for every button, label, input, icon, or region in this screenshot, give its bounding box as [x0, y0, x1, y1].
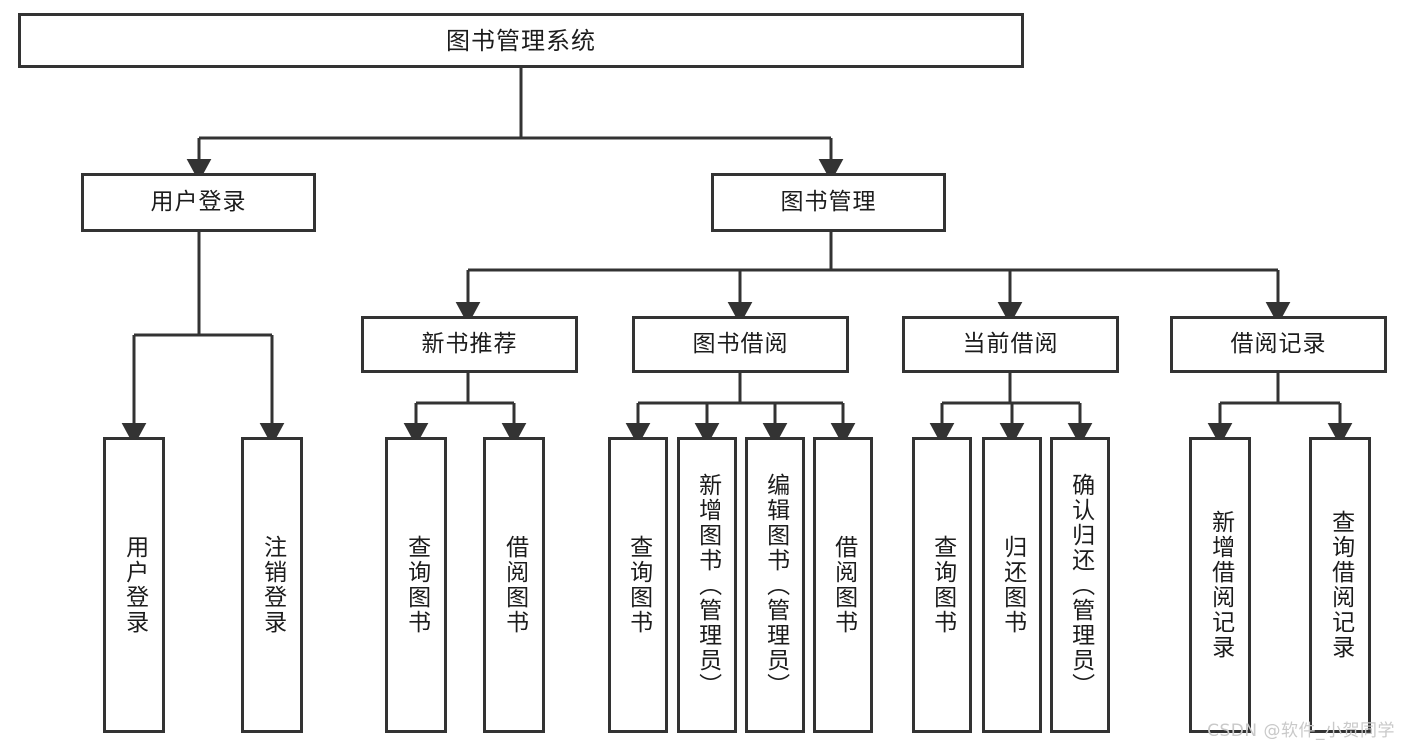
- node-borrow-record-label: 借阅记录: [1230, 331, 1327, 358]
- node-user-login-label: 用户登录: [150, 189, 247, 216]
- node-leaf-borrow-book-b[interactable]: 借阅图书: [813, 437, 873, 733]
- node-leaf-user-logout[interactable]: 注销登录: [241, 437, 303, 733]
- node-leaf-borrow-book-b-label: 借阅图书: [830, 535, 857, 635]
- node-new-book-rec-label: 新书推荐: [421, 331, 518, 358]
- node-user-login[interactable]: 用户登录: [81, 173, 316, 232]
- node-book-borrow[interactable]: 图书借阅: [632, 316, 849, 373]
- node-leaf-user-login-label: 用户登录: [121, 535, 148, 635]
- node-root[interactable]: 图书管理系统: [18, 13, 1024, 68]
- node-leaf-query-book-c[interactable]: 查询图书: [912, 437, 972, 733]
- node-leaf-return-book-label: 归还图书: [999, 535, 1026, 635]
- node-leaf-query-record[interactable]: 查询借阅记录: [1309, 437, 1371, 733]
- node-leaf-user-logout-label: 注销登录: [259, 535, 286, 635]
- node-book-manage-label: 图书管理: [780, 189, 877, 216]
- node-leaf-add-record-label: 新增借阅记录: [1207, 510, 1234, 660]
- node-leaf-user-login[interactable]: 用户登录: [103, 437, 165, 733]
- node-leaf-borrow-book-a-label: 借阅图书: [501, 535, 528, 635]
- node-new-book-rec[interactable]: 新书推荐: [361, 316, 578, 373]
- watermark-text: CSDN @软件_小贺同学: [1207, 721, 1395, 741]
- node-leaf-query-book-b-label: 查询图书: [625, 535, 652, 635]
- node-leaf-confirm-return[interactable]: 确认归还（管理员）: [1050, 437, 1110, 733]
- node-borrow-record[interactable]: 借阅记录: [1170, 316, 1387, 373]
- node-leaf-query-book-a[interactable]: 查询图书: [385, 437, 447, 733]
- node-leaf-edit-book[interactable]: 编辑图书（管理员）: [745, 437, 805, 733]
- node-book-borrow-label: 图书借阅: [692, 331, 789, 358]
- node-current-borrow[interactable]: 当前借阅: [902, 316, 1119, 373]
- node-leaf-edit-book-label: 编辑图书（管理员）: [762, 472, 789, 698]
- node-leaf-confirm-return-label: 确认归还（管理员）: [1067, 472, 1094, 698]
- node-leaf-query-record-label: 查询借阅记录: [1327, 510, 1354, 660]
- node-leaf-borrow-book-a[interactable]: 借阅图书: [483, 437, 545, 733]
- node-leaf-add-record[interactable]: 新增借阅记录: [1189, 437, 1251, 733]
- node-current-borrow-label: 当前借阅: [962, 331, 1059, 358]
- node-leaf-return-book[interactable]: 归还图书: [982, 437, 1042, 733]
- node-leaf-query-book-a-label: 查询图书: [403, 535, 430, 635]
- node-leaf-query-book-c-label: 查询图书: [929, 535, 956, 635]
- node-root-label: 图书管理系统: [446, 26, 596, 55]
- node-book-manage[interactable]: 图书管理: [711, 173, 946, 232]
- node-leaf-add-book[interactable]: 新增图书（管理员）: [677, 437, 737, 733]
- node-leaf-add-book-label: 新增图书（管理员）: [694, 472, 721, 698]
- node-leaf-query-book-b[interactable]: 查询图书: [608, 437, 668, 733]
